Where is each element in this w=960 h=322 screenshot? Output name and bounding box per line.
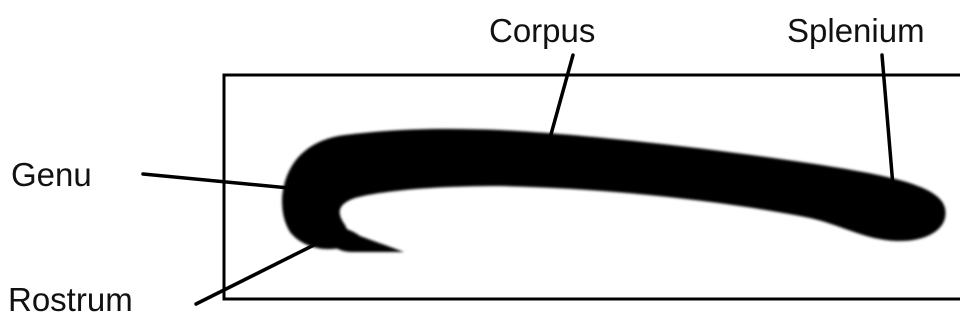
- genu-label: Genu: [11, 156, 92, 193]
- rostrum-leader-line: [196, 238, 328, 304]
- corpus-callosum-shape: [282, 129, 946, 252]
- corpus-label: Corpus: [489, 12, 595, 49]
- rostrum-label: Rostrum: [8, 281, 133, 318]
- splenium-label: Splenium: [787, 12, 925, 49]
- genu-leader-line: [143, 174, 310, 190]
